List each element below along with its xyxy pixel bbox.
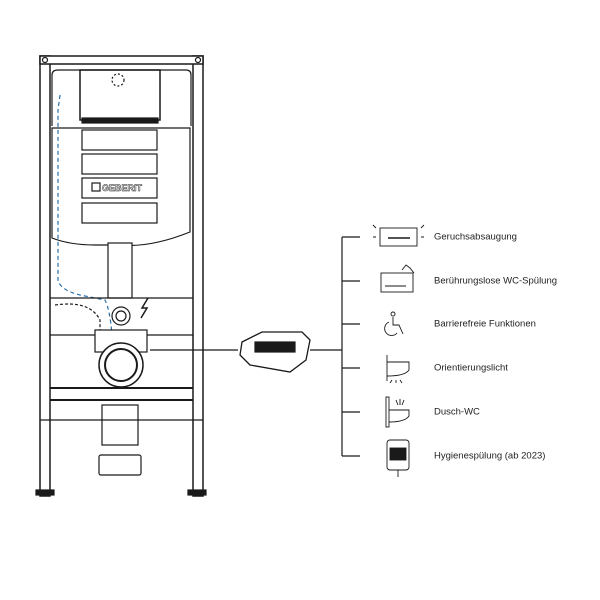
flush-pipe — [107, 242, 133, 299]
geberit-logo: GEBERIT — [102, 183, 143, 193]
electric-bolt-icon — [140, 297, 149, 319]
electronics-module — [239, 331, 311, 373]
feature-label-hygiene-flush: Hygienespülung (ab 2023) — [434, 450, 546, 462]
wheelchair-icon — [384, 311, 404, 336]
feature-connectors — [342, 236, 360, 457]
conduit-line — [54, 303, 101, 335]
feature-label-accessibility: Barrierefreie Funktionen — [434, 318, 536, 330]
orientation-light-icon — [386, 355, 410, 384]
touchless-flush-icon — [380, 264, 415, 293]
water-supply-line — [57, 94, 113, 336]
feature-label-odour-extraction: Geruchsabsaugung — [434, 231, 517, 243]
shower-toilet-icon — [385, 396, 410, 428]
drain-outlet — [94, 297, 149, 388]
cistern — [51, 127, 191, 247]
frame — [35, 55, 207, 497]
hygiene-flush-icon — [386, 439, 410, 477]
feature-label-touchless-flush: Berührungslose WC-Spülung — [434, 275, 558, 287]
feature-label-orientation-light: Orientierungslicht — [434, 362, 508, 374]
cistern-access — [51, 69, 192, 126]
odour-extraction-icon — [372, 224, 425, 247]
feature-label-shower-toilet: Dusch-WC — [434, 406, 480, 418]
